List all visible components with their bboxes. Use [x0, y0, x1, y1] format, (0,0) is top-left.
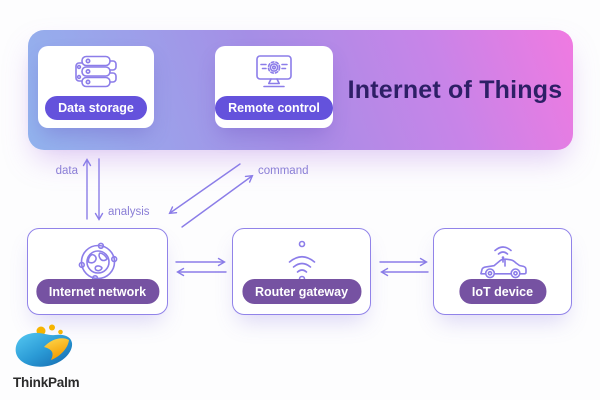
connected-car-icon: [474, 239, 532, 283]
card-data-storage: Data storage: [38, 46, 154, 128]
flow-label-analysis: analysis: [108, 206, 150, 218]
node-iot-device: IoT device: [433, 228, 572, 315]
arrow-command-down-left: [168, 163, 241, 215]
server-stack-icon: [72, 53, 120, 91]
thinkpalm-logo: ThinkPalm: [10, 320, 110, 390]
thinkpalm-logo-mark-icon: [10, 320, 110, 374]
node-router-gateway: Router gateway: [232, 228, 371, 315]
globe-network-icon: [73, 239, 123, 285]
monitor-gear-icon: [250, 53, 298, 91]
flow-label-command: command: [258, 165, 309, 177]
card-remote-control: Remote control: [215, 46, 333, 128]
arrow-command-up-right: [181, 174, 254, 228]
internet-network-label: Internet network: [35, 279, 160, 304]
iot-device-label: IoT device: [458, 279, 547, 304]
router-gateway-label: Router gateway: [241, 279, 362, 304]
remote-control-label: Remote control: [215, 96, 333, 120]
banner: Data storage Remote control Int: [28, 30, 573, 150]
node-internet-network: Internet network: [27, 228, 168, 315]
data-storage-label: Data storage: [45, 96, 147, 120]
banner-title: Internet of Things: [347, 76, 563, 104]
flow-label-data: data: [55, 165, 78, 177]
thinkpalm-logo-text: ThinkPalm: [13, 375, 80, 390]
